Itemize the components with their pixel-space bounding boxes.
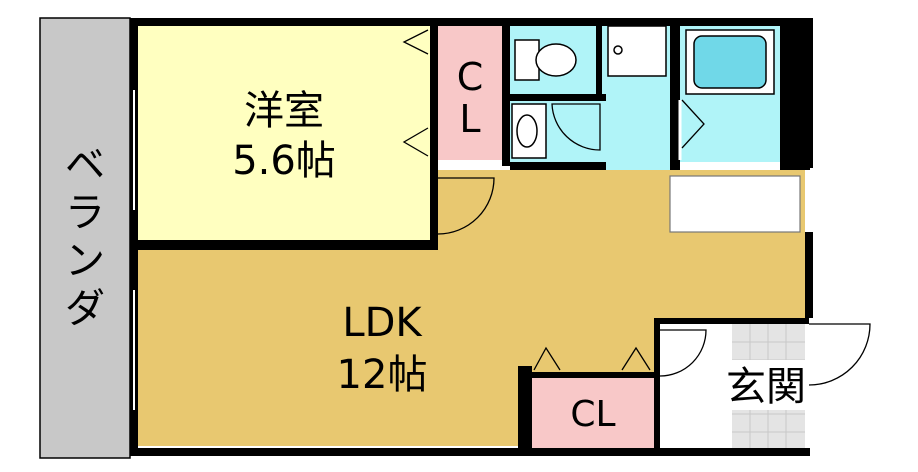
closet-lower-label: CL [570, 394, 615, 435]
wash-basin [511, 103, 547, 159]
balcony-char-1: ベ [65, 142, 105, 188]
balcony-char-3: ン [65, 238, 105, 284]
western-room-name: 洋室 [244, 88, 324, 134]
ldk-name: LDK [342, 300, 423, 346]
western-room-size: 5.6帖 [232, 138, 336, 184]
balcony: ベ ラ ン ダ [39, 17, 131, 459]
walls [130, 18, 813, 456]
closet-upper-floor [438, 26, 502, 160]
closet-lower-floor [532, 378, 654, 448]
entrance: 玄関 [660, 324, 814, 448]
entrance-label: 玄関 [726, 364, 806, 410]
kitchen-counter [669, 175, 801, 233]
closet-upper-letter-l: L [459, 97, 480, 141]
toilet [514, 25, 667, 81]
bathtub [685, 29, 775, 95]
doors [402, 29, 871, 386]
western-room-floor [138, 26, 430, 240]
balcony-floor [39, 17, 131, 459]
ldk-size: 12帖 [337, 352, 428, 398]
closet-upper-letter-c: C [457, 55, 484, 99]
balcony-char-2: ラ [65, 190, 105, 236]
ldk-floor [138, 170, 805, 446]
entrance-label-bg [718, 360, 814, 410]
balcony-char-4: ダ [65, 286, 105, 332]
